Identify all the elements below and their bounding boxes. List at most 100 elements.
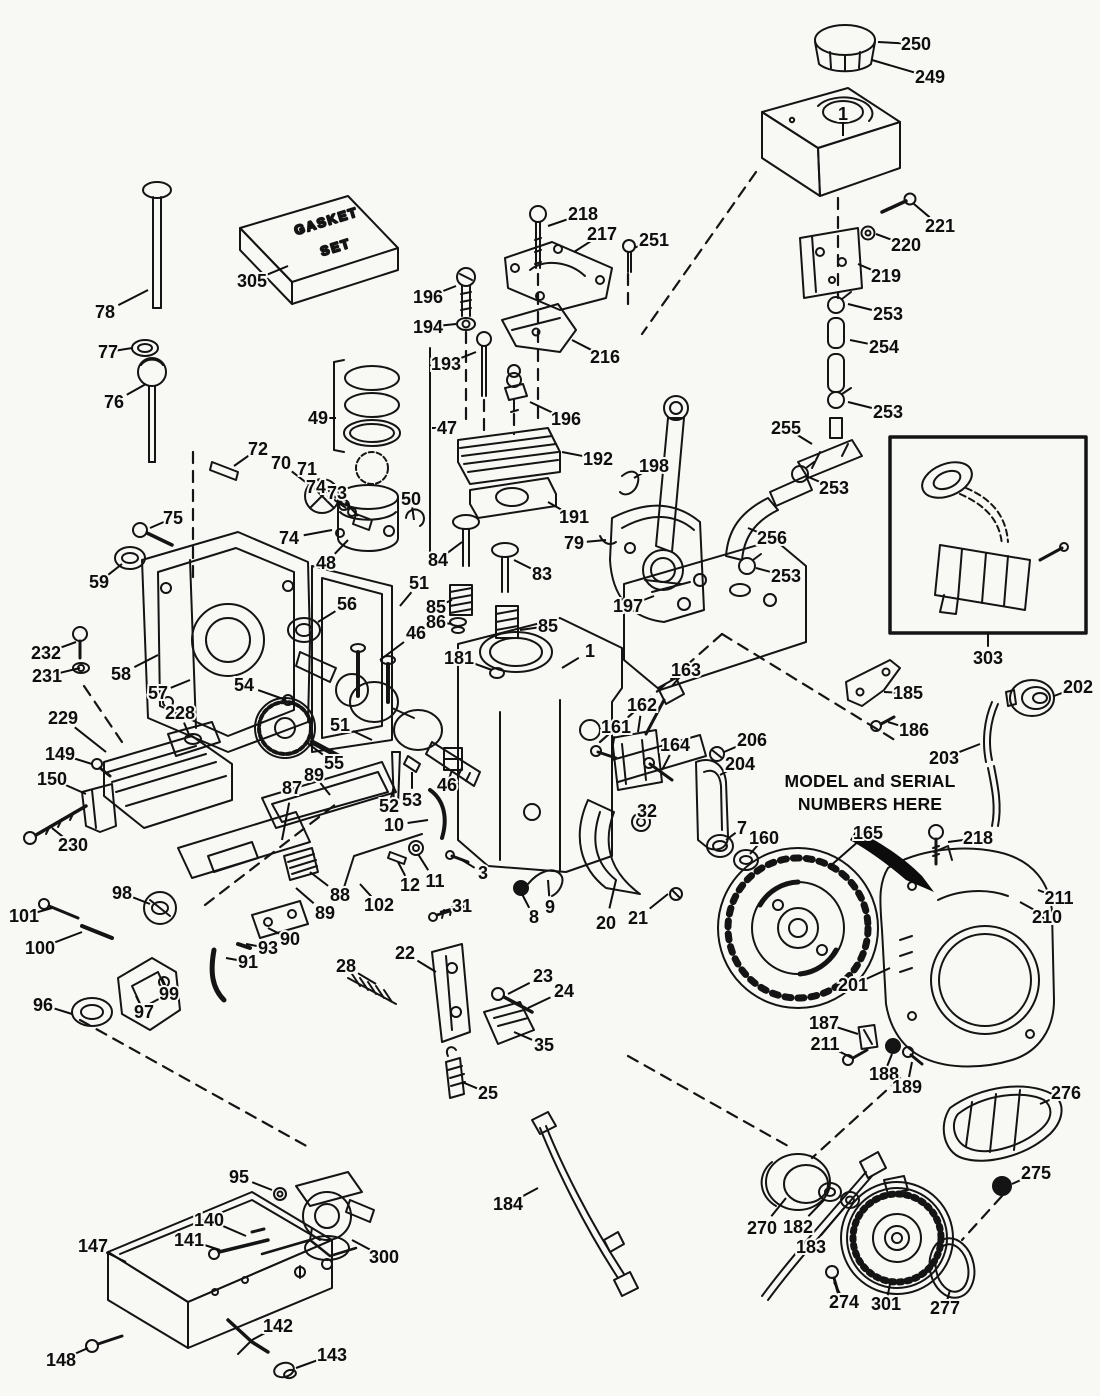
governor-parts xyxy=(387,747,470,865)
part-label: 141 xyxy=(174,1230,204,1250)
leader-line xyxy=(439,323,457,327)
screw-21 xyxy=(669,887,683,901)
part-label: 48 xyxy=(316,553,336,573)
recoil-starter xyxy=(825,1175,976,1299)
part-label: 196 xyxy=(413,287,443,307)
lifting-bracket-217 xyxy=(504,241,613,311)
leader-line xyxy=(305,741,324,756)
leader-line xyxy=(947,838,967,843)
part-label: 32 xyxy=(637,801,657,821)
leader-line xyxy=(1037,889,1051,896)
head-bolt-196 xyxy=(456,267,476,317)
leader-line xyxy=(74,726,107,753)
leader-line xyxy=(637,715,642,733)
leader-line xyxy=(725,831,737,841)
rod-142-clip-143-screw-148 xyxy=(85,1318,297,1380)
part-label: 147 xyxy=(78,1236,108,1256)
spark-plug xyxy=(504,364,528,413)
leader-line xyxy=(281,802,291,841)
leader-line xyxy=(257,689,287,701)
starter-handle xyxy=(942,1085,1063,1196)
part-label: 76 xyxy=(104,392,124,412)
muffler-gasket-228 xyxy=(167,721,221,757)
leader-line xyxy=(291,470,309,485)
part-label: 77 xyxy=(98,342,118,362)
gasket-box-text-2: SET xyxy=(318,235,352,258)
part-label: 229 xyxy=(48,708,78,728)
bracket-102 xyxy=(339,833,423,901)
leader-line xyxy=(53,931,83,944)
part-label: 85 xyxy=(538,616,558,636)
leader-line xyxy=(875,233,895,242)
leader-line xyxy=(407,819,429,824)
leader-line xyxy=(471,661,493,671)
part-label: 203 xyxy=(929,748,959,768)
part-label: 100 xyxy=(25,938,55,958)
clip-198 xyxy=(619,470,640,496)
bolt-232-nut-231 xyxy=(72,626,90,674)
part-label: 183 xyxy=(796,1237,826,1257)
part-label: 270 xyxy=(747,1218,777,1238)
leader-line xyxy=(946,1289,951,1302)
leader-line xyxy=(719,767,733,776)
part-label: 88 xyxy=(330,885,350,905)
leader-line xyxy=(201,1243,221,1251)
leader-line xyxy=(1019,901,1037,912)
leader-line xyxy=(857,263,876,273)
heat-shield xyxy=(599,504,705,623)
leader-line xyxy=(352,730,373,741)
part-label: 185 xyxy=(893,683,923,703)
part-label: 51 xyxy=(409,573,429,593)
leader-line xyxy=(135,995,142,1007)
part-label: 232 xyxy=(31,643,61,663)
nut-194 xyxy=(456,317,476,331)
part-label: 91 xyxy=(238,952,258,972)
leader-line xyxy=(57,641,77,650)
leader-line xyxy=(1053,689,1069,697)
valve-83 xyxy=(491,542,519,593)
part-label: 230 xyxy=(58,835,88,855)
leader-line xyxy=(747,527,763,535)
part-label: 256 xyxy=(757,528,787,548)
screw-218-right xyxy=(928,824,944,866)
tappets xyxy=(350,643,396,704)
leader-line xyxy=(807,1199,825,1217)
part-label: 187 xyxy=(809,1013,839,1033)
part-label: 253 xyxy=(873,304,903,324)
leader-line xyxy=(126,383,147,396)
part-label: 21 xyxy=(628,908,648,928)
bolt-218-top xyxy=(529,205,547,269)
leader-line xyxy=(886,1283,891,1297)
leader-line xyxy=(586,539,607,543)
part-label: 276 xyxy=(1051,1083,1081,1103)
part-label: 161 xyxy=(601,717,631,737)
part-label: 95 xyxy=(229,1167,249,1187)
leader-line xyxy=(847,401,874,410)
leader-line xyxy=(835,1048,853,1059)
part-label: 1 xyxy=(838,104,848,124)
part-label: 162 xyxy=(627,695,657,715)
valve-seal-washer xyxy=(131,339,159,357)
leader-line xyxy=(309,871,329,887)
baffle-20 xyxy=(578,799,641,895)
part-label: 249 xyxy=(915,67,945,87)
leader-line xyxy=(251,1330,269,1341)
part-label: 12 xyxy=(400,875,420,895)
part-label: 54 xyxy=(234,675,254,695)
part-label: 74 xyxy=(279,528,299,548)
part-label: 59 xyxy=(89,572,109,592)
model-serial-arrow xyxy=(850,830,934,892)
part-label: 93 xyxy=(258,938,278,958)
leader-line xyxy=(1011,1176,1027,1185)
part-label: 24 xyxy=(554,981,574,1001)
part-label: 97 xyxy=(134,1002,154,1022)
leader-line xyxy=(65,784,87,795)
leader-line xyxy=(819,1207,845,1237)
part-label: 47 xyxy=(437,418,457,438)
part-label: 254 xyxy=(869,337,899,357)
camshaft-gear xyxy=(254,697,345,761)
part-label: 35 xyxy=(534,1035,554,1055)
part-label: 197 xyxy=(613,596,643,616)
air-cleaner-box xyxy=(107,1191,333,1349)
